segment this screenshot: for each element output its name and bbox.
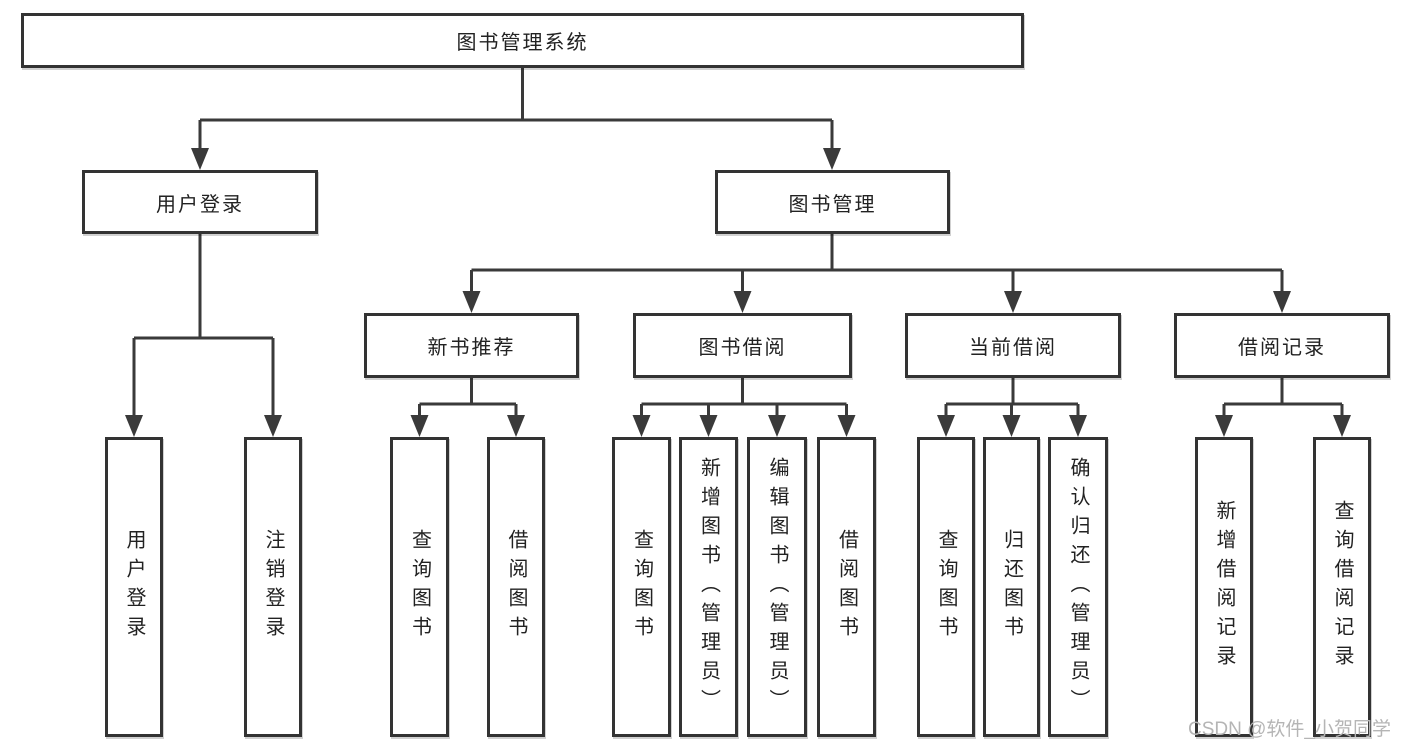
arrowhead-icon [462, 291, 481, 313]
connector-borrowing-records-to-leaves [1215, 378, 1351, 437]
arrowhead-icon [937, 415, 955, 437]
arrowhead-icon [823, 148, 841, 170]
node-label: 当前借阅 [969, 337, 1057, 359]
leaf-query-books-current: 查询图书 [917, 437, 975, 737]
arrowhead-icon [1069, 415, 1087, 437]
node-label: 归还图书 [1000, 529, 1023, 645]
node-new-book-recommendation: 新书推荐 [364, 313, 579, 378]
node-label: 借阅记录 [1238, 337, 1326, 359]
connector-book-borrowing-to-leaves [632, 378, 856, 437]
arrowhead-icon [699, 415, 718, 437]
node-book-management-branch: 图书管理 [715, 170, 950, 234]
leaf-borrow-books: 借阅图书 [817, 437, 876, 737]
node-label: 新书推荐 [427, 337, 516, 359]
arrowhead-icon [1215, 415, 1233, 437]
connector-book-management-to-level3 [462, 234, 1291, 313]
leaf-add-books-admin: 新增图书（管理员） [679, 437, 738, 737]
arrowhead-icon [768, 415, 786, 437]
arrowhead-icon [733, 291, 752, 313]
leaf-query-borrow-record: 查询借阅记录 [1313, 437, 1371, 737]
leaf-add-borrow-record: 新增借阅记录 [1195, 437, 1253, 737]
leaf-confirm-return-admin: 确认归还（管理员） [1048, 437, 1108, 737]
node-label: 图书管理 [788, 193, 877, 216]
node-label: 图书借阅 [698, 337, 787, 359]
node-label: 查询图书 [935, 529, 957, 645]
arrowhead-icon [410, 415, 429, 437]
leaf-logout: 注销登录 [244, 437, 302, 737]
node-label: 查询借阅记录 [1331, 500, 1353, 674]
node-label: 用户登录 [123, 529, 145, 645]
leaf-edit-books-admin: 编辑图书（管理员） [747, 437, 807, 737]
node-root-library-management-system: 图书管理系统 [21, 13, 1024, 68]
node-label: 新增借阅记录 [1213, 500, 1235, 674]
node-label: 借阅图书 [835, 529, 858, 645]
arrowhead-icon [1273, 291, 1291, 313]
arrowhead-icon [837, 415, 856, 437]
node-label: 查询图书 [408, 529, 431, 645]
connector-root-to-level2 [191, 68, 841, 170]
node-user-login-branch: 用户登录 [82, 170, 318, 234]
arrowhead-icon [1002, 415, 1021, 437]
node-book-borrowing: 图书借阅 [633, 313, 852, 378]
leaf-query-books-borrowing: 查询图书 [612, 437, 671, 737]
node-label: 编辑图书（管理员） [766, 456, 788, 718]
node-borrowing-records: 借阅记录 [1174, 313, 1390, 378]
arrowhead-icon [1333, 415, 1351, 437]
node-current-borrowing: 当前借阅 [905, 313, 1121, 378]
connector-new-book-recommendation-to-leaves [410, 378, 525, 437]
arrowhead-icon [1004, 291, 1022, 313]
node-label: 用户登录 [156, 193, 244, 216]
node-label: 查询图书 [630, 529, 653, 645]
node-label: 确认归还（管理员） [1067, 456, 1089, 718]
arrowhead-icon [264, 415, 282, 437]
node-label: 注销登录 [262, 529, 284, 645]
arrowhead-icon [125, 415, 143, 437]
arrowhead-icon [632, 415, 651, 437]
leaf-return-books: 归还图书 [983, 437, 1040, 737]
arrowhead-icon [507, 415, 525, 437]
csdn-watermark: CSDN @软件_小贺同学 [1188, 719, 1391, 740]
node-label: 借阅图书 [505, 529, 527, 645]
connector-user-login-to-leaves [125, 234, 282, 437]
leaf-user-login: 用户登录 [105, 437, 163, 737]
node-label: 新增图书（管理员） [697, 456, 720, 718]
connector-current-borrowing-to-leaves [937, 378, 1087, 437]
arrowhead-icon [191, 148, 209, 170]
leaf-borrow-books-recommend: 借阅图书 [487, 437, 545, 737]
node-label: 图书管理系统 [456, 32, 589, 54]
leaf-query-books-recommend: 查询图书 [390, 437, 449, 737]
